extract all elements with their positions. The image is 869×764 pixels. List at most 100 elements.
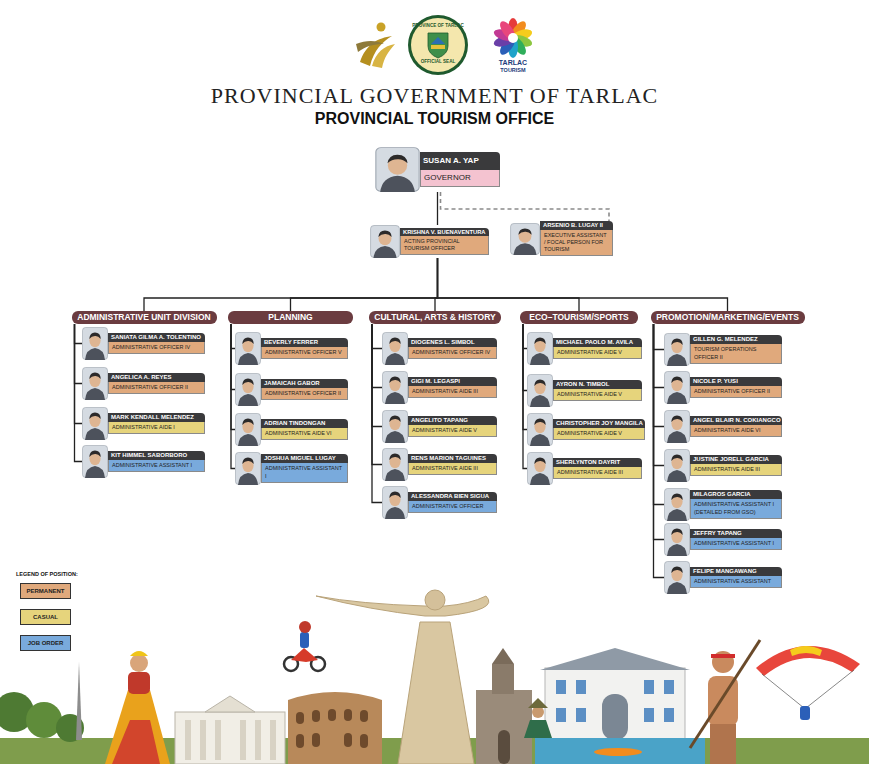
portrait-photo	[527, 332, 553, 365]
title-bars: KRISHNA V. BUENAVENTURAACTING PROVINCIAL…	[400, 228, 489, 256]
person-name: FELIPE MANGAWANG	[690, 567, 782, 576]
position-title: ADMINISTRATIVE AIDE III	[553, 467, 642, 479]
person-card: JOSHUA MIGUEL LUGAYADMINISTRATIVE ASSIST…	[235, 452, 348, 485]
department-name: ECO–TOURISM/SPORTS	[520, 311, 638, 324]
connector-line	[372, 324, 382, 427]
department-header: PLANNING	[228, 311, 353, 324]
person-name: ADRIAN TINDONGAN	[261, 419, 348, 428]
portrait-photo	[664, 371, 690, 404]
tourism-logo	[492, 18, 533, 58]
connector-line	[654, 324, 665, 540]
department-header: ECO–TOURISM/SPORTS	[520, 311, 638, 324]
title-bars: FELIPE MANGAWANGADMINISTRATIVE ASSISTANT	[690, 567, 782, 588]
person-card: GILLEN G. MELENDEZTOURISM OPERATIONS OFF…	[664, 333, 782, 366]
portrait-photo	[82, 367, 108, 400]
person-name: NICOLE P. YUSI	[690, 377, 782, 386]
title-bars: KIT HIMMEL SABORBOROADMINISTRATIVE ASSIS…	[108, 451, 205, 472]
connector-line	[75, 324, 83, 384]
person-name: KIT HIMMEL SABORBORO	[108, 451, 205, 460]
portrait-photo	[664, 523, 690, 556]
department-header: PROMOTION/MARKETING/EVENTS	[651, 311, 805, 324]
person-card: ANGELICA A. REYESADMINISTRATIVE OFFICER …	[82, 367, 205, 400]
position-title: ADMINISTRATIVE OFFICER IV	[408, 347, 497, 359]
person-card: SANIATA GILMA A. TOLENTINOADMINISTRATIVE…	[82, 327, 205, 360]
s-logo	[356, 23, 395, 69]
title-bars: ANGELICA A. REYESADMINISTRATIVE OFFICER …	[108, 373, 205, 394]
position-title: ADMINISTRATIVE AIDE III	[690, 464, 782, 476]
connector-line	[654, 324, 665, 578]
official-seal	[408, 15, 468, 75]
title-bars: MILAGROS GARCIAADMINISTRATIVE ASSISTANT …	[690, 490, 782, 518]
connector-line	[437, 192, 438, 225]
person-name: JOSHUA MIGUEL LUGAY	[261, 454, 348, 463]
person-card: ANGELITO TAPANGADMINISTRATIVE AIDE V	[382, 410, 497, 443]
person-card: AYRON N. TIMBOLADMINISTRATIVE AIDE V	[527, 374, 642, 407]
subtitle: PROVINCIAL TOURISM OFFICE	[0, 110, 869, 128]
connector-line	[372, 324, 382, 465]
person-name: GILLEN G. MELENDEZ	[690, 335, 782, 344]
tourism-scenery	[0, 590, 869, 764]
position-title: ADMINISTRATIVE OFFICER IV	[108, 342, 205, 354]
person-name: AYRON N. TIMBOL	[553, 380, 642, 389]
person-card: GIGI M. LEGASPIADMINISTRATIVE AIDE III	[382, 371, 497, 404]
portrait-photo	[382, 332, 408, 365]
title-bars: ARSENIO B. LUGAY IIEXECUTIVE ASSISTANT /…	[540, 221, 613, 256]
person-name: GIGI M. LEGASPI	[408, 377, 497, 386]
person-card: ADRIAN TINDONGANADMINISTRATIVE AIDE VI	[235, 413, 348, 446]
person-name: BEVERLY FERRER	[261, 338, 348, 347]
connector-line	[654, 324, 665, 466]
position-title: GOVERNOR	[420, 170, 500, 187]
text-label: PROVINCE OF TARLAC	[412, 23, 464, 28]
legend-text: CASUAL	[21, 610, 70, 624]
portrait-photo	[510, 223, 540, 255]
connector-line	[231, 324, 235, 469]
portrait-photo	[382, 371, 408, 404]
title-bars: JEFFRY TAPANGADMINISTRATIVE ASSISTANT I	[690, 529, 782, 550]
person-card: DIOGENES L. SIMBOLADMINISTRATIVE OFFICER…	[382, 332, 497, 365]
connector-line	[144, 258, 438, 311]
connector-line	[75, 324, 83, 424]
person-name: JEFFRY TAPANG	[690, 529, 782, 538]
connector-line	[372, 324, 382, 349]
portrait-photo	[235, 373, 261, 406]
title-bars: GIGI M. LEGASPIADMINISTRATIVE AIDE III	[408, 377, 497, 398]
person-name: SUSAN A. YAP	[420, 152, 500, 170]
legend-swatch: CASUAL	[20, 609, 71, 625]
connector-line	[654, 324, 665, 388]
title-bars: DIOGENES L. SIMBOLADMINISTRATIVE OFFICER…	[408, 338, 497, 359]
connector-line	[75, 324, 83, 462]
title-bars: ANGELITO TAPANGADMINISTRATIVE AIDE V	[408, 416, 497, 437]
portrait-photo	[82, 407, 108, 440]
portrait-photo	[527, 374, 553, 407]
title-bars: ANGEL BLAIR N. COKIANGCOADMINISTRATIVE A…	[690, 416, 782, 437]
person-card: JUSTINE JORELL GARCIAADMINISTRATIVE AIDE…	[664, 449, 782, 482]
text-label: OFFICIAL SEAL	[418, 59, 458, 64]
title-bars: GILLEN G. MELENDEZTOURISM OPERATIONS OFF…	[690, 335, 782, 363]
portrait-photo	[382, 486, 408, 519]
connector-line	[654, 324, 665, 350]
text-label: TARLAC	[490, 59, 536, 67]
person-name: ANGEL BLAIR N. COKIANGCO	[690, 416, 782, 425]
governor-card: SUSAN A. YAPGOVERNOR	[375, 147, 500, 192]
title-bars: AYRON N. TIMBOLADMINISTRATIVE AIDE V	[553, 380, 642, 401]
title-bars: RENS MARION TAGUINESADMINISTRATIVE AIDE …	[408, 454, 497, 475]
person-name: MILAGROS GARCIA	[690, 490, 782, 499]
position-title: ADMINISTRATIVE OFFICER V	[261, 347, 348, 359]
position-title: ADMINISTRATIVE OFFICER II	[108, 382, 205, 394]
position-title: ADMINISTRATIVE OFFICER II	[261, 388, 348, 400]
person-card: MILAGROS GARCIAADMINISTRATIVE ASSISTANT …	[664, 488, 782, 521]
portrait-photo	[382, 448, 408, 481]
person-name: JAMAICAH GABOR	[261, 379, 348, 388]
person-name: ANGELITO TAPANG	[408, 416, 497, 425]
person-card: CHRISTOPHER JOY MANGILAADMINISTRATIVE AI…	[527, 413, 645, 446]
title-bars: CHRISTOPHER JOY MANGILAADMINISTRATIVE AI…	[553, 419, 645, 440]
person-card: MICHAEL PAOLO M. AVILAADMINISTRATIVE AID…	[527, 332, 642, 365]
department-name: PROMOTION/MARKETING/EVENTS	[651, 311, 805, 324]
department-name: PLANNING	[228, 311, 353, 324]
person-name: MICHAEL PAOLO M. AVILA	[553, 338, 642, 347]
legend-text: JOB ORDER	[21, 636, 70, 650]
position-title: ADMINISTRATIVE AIDE V	[408, 425, 497, 437]
connector-line	[438, 258, 728, 311]
position-title: ADMINISTRATIVE AIDE V	[553, 389, 642, 401]
